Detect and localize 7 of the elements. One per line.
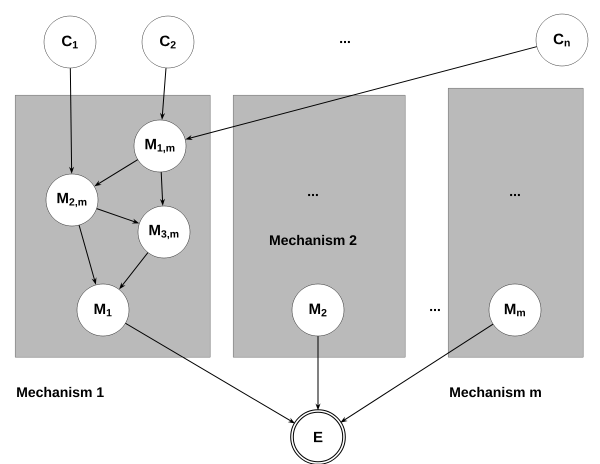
mechanism-label: ... bbox=[510, 194, 520, 196]
ellipsis-label: ... bbox=[430, 308, 440, 312]
mechanism-label: Mechanism m bbox=[450, 386, 541, 398]
mechanism-label: ... bbox=[308, 194, 318, 196]
ellipsis-label: ... bbox=[340, 40, 350, 44]
mechanism-label: Mechanism 2 bbox=[270, 234, 356, 246]
mechanism-label: Mechanism 1 bbox=[17, 386, 104, 398]
